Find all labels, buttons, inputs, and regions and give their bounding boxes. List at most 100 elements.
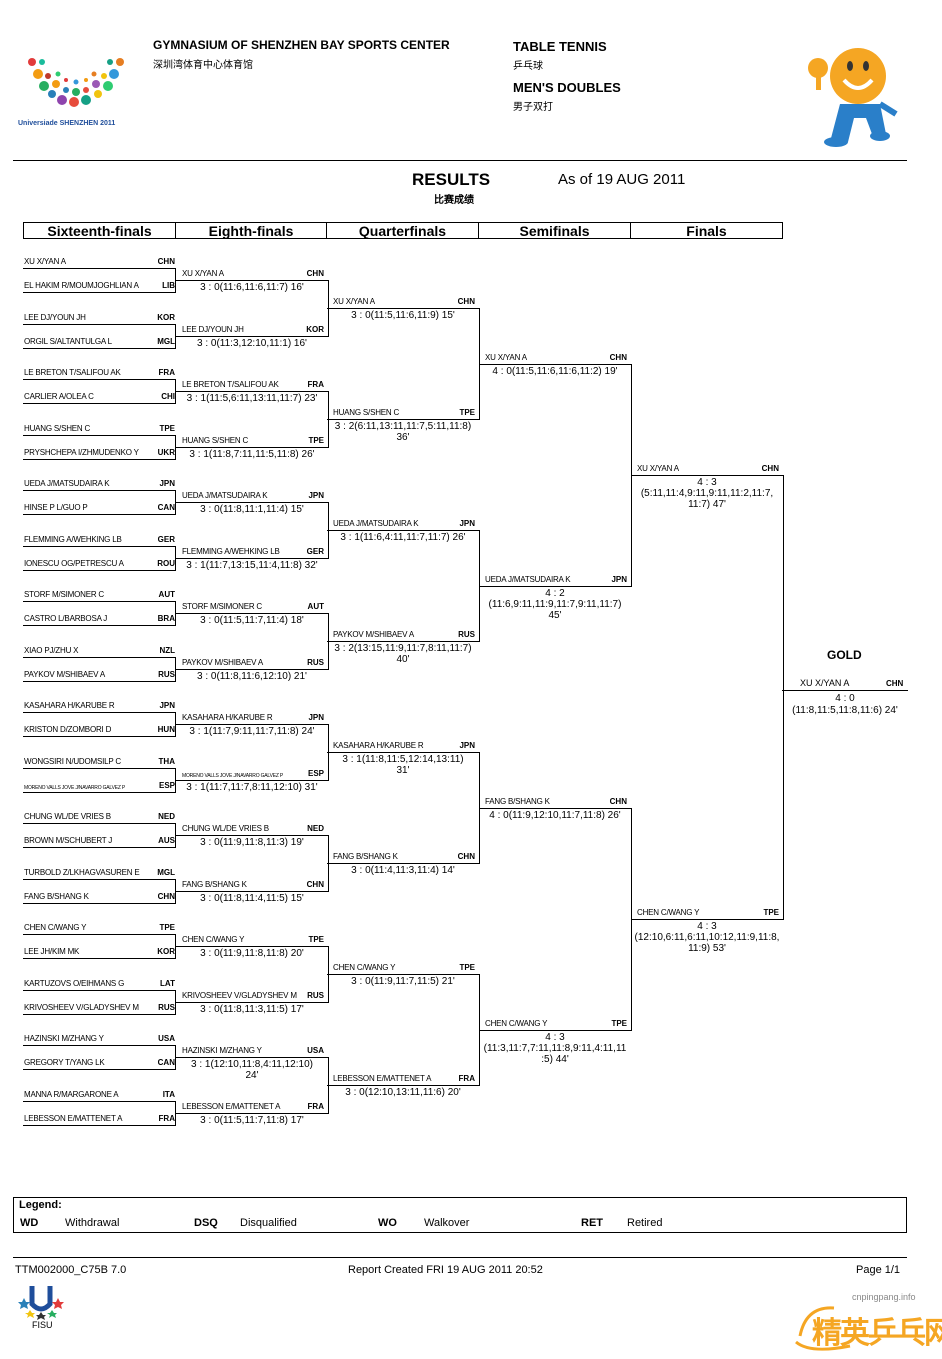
legend-code-ret: RET — [581, 1217, 603, 1229]
round-header-final: Finals — [630, 222, 783, 239]
sf-noc: CHN — [609, 797, 627, 806]
sf-score: 4 : 0(11:9,12:10,11:7,11:8) 26' — [489, 810, 621, 821]
r8-team: UEDA J/MATSUDAIRA K — [182, 491, 268, 500]
r8-noc: FRA — [307, 1102, 324, 1111]
qf-line — [327, 308, 479, 309]
gold-line — [782, 690, 908, 691]
r8-line — [176, 891, 328, 892]
watermark-site: cnpingpang.info — [852, 1292, 916, 1302]
footer-rule — [13, 1257, 907, 1258]
round-header-sixteenth: Sixteenth-finals — [23, 222, 176, 239]
r8-score: 3 : 1(11:7,13:15,11:4,11:8) 32' — [186, 560, 318, 571]
r32-line — [23, 490, 175, 491]
qf-team: LEBESSON E/MATTENET A — [333, 1074, 432, 1083]
r8-noc: JPN — [308, 713, 324, 722]
r32-connector — [175, 712, 176, 737]
r32-team: FANG B/SHANG K — [24, 892, 89, 901]
r8-noc: CHN — [306, 269, 324, 278]
r32-noc: RUS — [158, 670, 175, 679]
r32-line — [23, 1069, 175, 1070]
r32-connector — [175, 490, 176, 515]
r8-score: 3 : 0(11:5,11:7,11:8) 17' — [200, 1115, 304, 1126]
r8-score: 3 : 0(11:8,11:4,11:5) 15' — [200, 893, 304, 904]
r32-line — [23, 1101, 175, 1102]
qf-noc: FRA — [458, 1074, 475, 1083]
qf-team: CHEN C/WANG Y — [333, 963, 396, 972]
r8-line — [176, 280, 328, 281]
r8-noc: FRA — [307, 380, 324, 389]
r32-noc: HUN — [157, 725, 175, 734]
r8-team: FLEMMING A/WEHKING LB — [182, 547, 280, 556]
r32-team: PRYSHCHEPA I/ZHMUDENKO Y — [24, 448, 139, 457]
r32-noc: KOR — [157, 947, 175, 956]
qf-line — [327, 863, 479, 864]
r32-team: MANNA R/MARGARONE A — [24, 1090, 119, 1099]
r32-team: LEE JH/KIM MK — [24, 947, 80, 956]
qf-team: UEDA J/MATSUDAIRA K — [333, 519, 419, 528]
qf-score-line2: 36' — [396, 432, 410, 443]
r32-noc: ESP — [158, 781, 175, 790]
legend-code-wd: WD — [20, 1217, 39, 1229]
qf-score: 3 : 1(11:6,4:11,11:7,11:7) 26' — [340, 532, 466, 543]
r32-noc: JPN — [159, 701, 175, 710]
r8-team: MORENO VALLS JOVE J/NAVARRO GALVEZ P — [182, 773, 284, 779]
qf-score: 3 : 2(13:15,11:9,11:7,8:11,11:7) — [334, 643, 472, 654]
r8-score: 3 : 0(11:9,11:8,11:3) 19' — [200, 837, 304, 848]
r32-noc: NZL — [159, 646, 175, 655]
r8-noc: JPN — [308, 491, 324, 500]
r32-noc: CHN — [157, 892, 175, 901]
finals-score: 4 : 3 — [697, 921, 717, 932]
sf-line — [479, 1030, 631, 1031]
qf-score: 3 : 0(11:4,11:3,11:4) 14' — [351, 865, 455, 876]
r8-team: LEE DJ/YOUN JH — [182, 325, 244, 334]
sf-noc: JPN — [611, 575, 627, 584]
r32-noc: TPE — [159, 923, 175, 932]
finals-score: 4 : 3 — [697, 477, 717, 488]
gold-team: XU X/YAN A — [800, 678, 850, 688]
r32-line — [23, 681, 175, 682]
r32-connector — [175, 879, 176, 904]
r32-line — [23, 625, 175, 626]
sf-score-line3: 45' — [548, 610, 562, 621]
r8-noc: TPE — [308, 935, 324, 944]
r32-noc: MGL — [157, 868, 175, 877]
report-code: TTM002000_C75B 7.0 — [15, 1264, 127, 1276]
r8-line — [176, 1002, 328, 1003]
qf-noc: CHN — [457, 297, 475, 306]
r32-team: UEDA J/MATSUDAIRA K — [24, 479, 110, 488]
r32-team: XIAO PJ/ZHU X — [24, 646, 79, 655]
r8-line — [176, 835, 328, 836]
r32-noc: BRA — [157, 614, 175, 623]
mascot-head — [830, 48, 886, 104]
r8-line — [176, 946, 328, 947]
r32-team: HINSE P L/GUO P — [24, 503, 88, 512]
r8-line — [176, 447, 328, 448]
r8-team: KASAHARA H/KARUBE R — [182, 713, 273, 722]
r32-noc: FRA — [158, 1114, 175, 1123]
legend-desc-ret: Retired — [627, 1217, 663, 1229]
r8-line — [176, 613, 328, 614]
r8-line — [176, 780, 328, 781]
r32-team: EL HAKIM R/MOUMJOGHLIAN A — [24, 281, 139, 290]
r8-noc: NED — [307, 824, 324, 833]
r32-team: TURBOLD Z/LKHAGVASUREN E — [24, 868, 140, 877]
qf-score: 3 : 0(12:10,13:11,11:6) 20' — [345, 1087, 461, 1098]
r8-team: PAYKOV M/SHIBAEV A — [182, 658, 264, 667]
r32-team: FLEMMING A/WEHKING LB — [24, 535, 122, 544]
r8-score-line2: 24' — [245, 1070, 259, 1081]
r32-line — [23, 823, 175, 824]
sport-cn: 乒乓球 — [513, 61, 543, 72]
r32-line — [23, 712, 175, 713]
r32-team: BROWN M/SCHUBERT J — [24, 836, 113, 845]
venue-cn: 深圳湾体育中心体育馆 — [153, 60, 253, 71]
r32-team: LEBESSON E/MATTENET A — [24, 1114, 123, 1123]
round-header-quarter: Quarterfinals — [326, 222, 479, 239]
r32-line — [23, 268, 175, 269]
qf-team: PAYKOV M/SHIBAEV A — [333, 630, 415, 639]
r32-line — [23, 403, 175, 404]
gold-score: 4 : 0 — [835, 693, 855, 704]
r32-line — [23, 459, 175, 460]
legend-box: Legend: WD Withdrawal DSQ Disqualified W… — [13, 1197, 907, 1233]
r8-team: HUANG S/SHEN C — [182, 436, 249, 445]
r8-noc: RUS — [307, 658, 324, 667]
